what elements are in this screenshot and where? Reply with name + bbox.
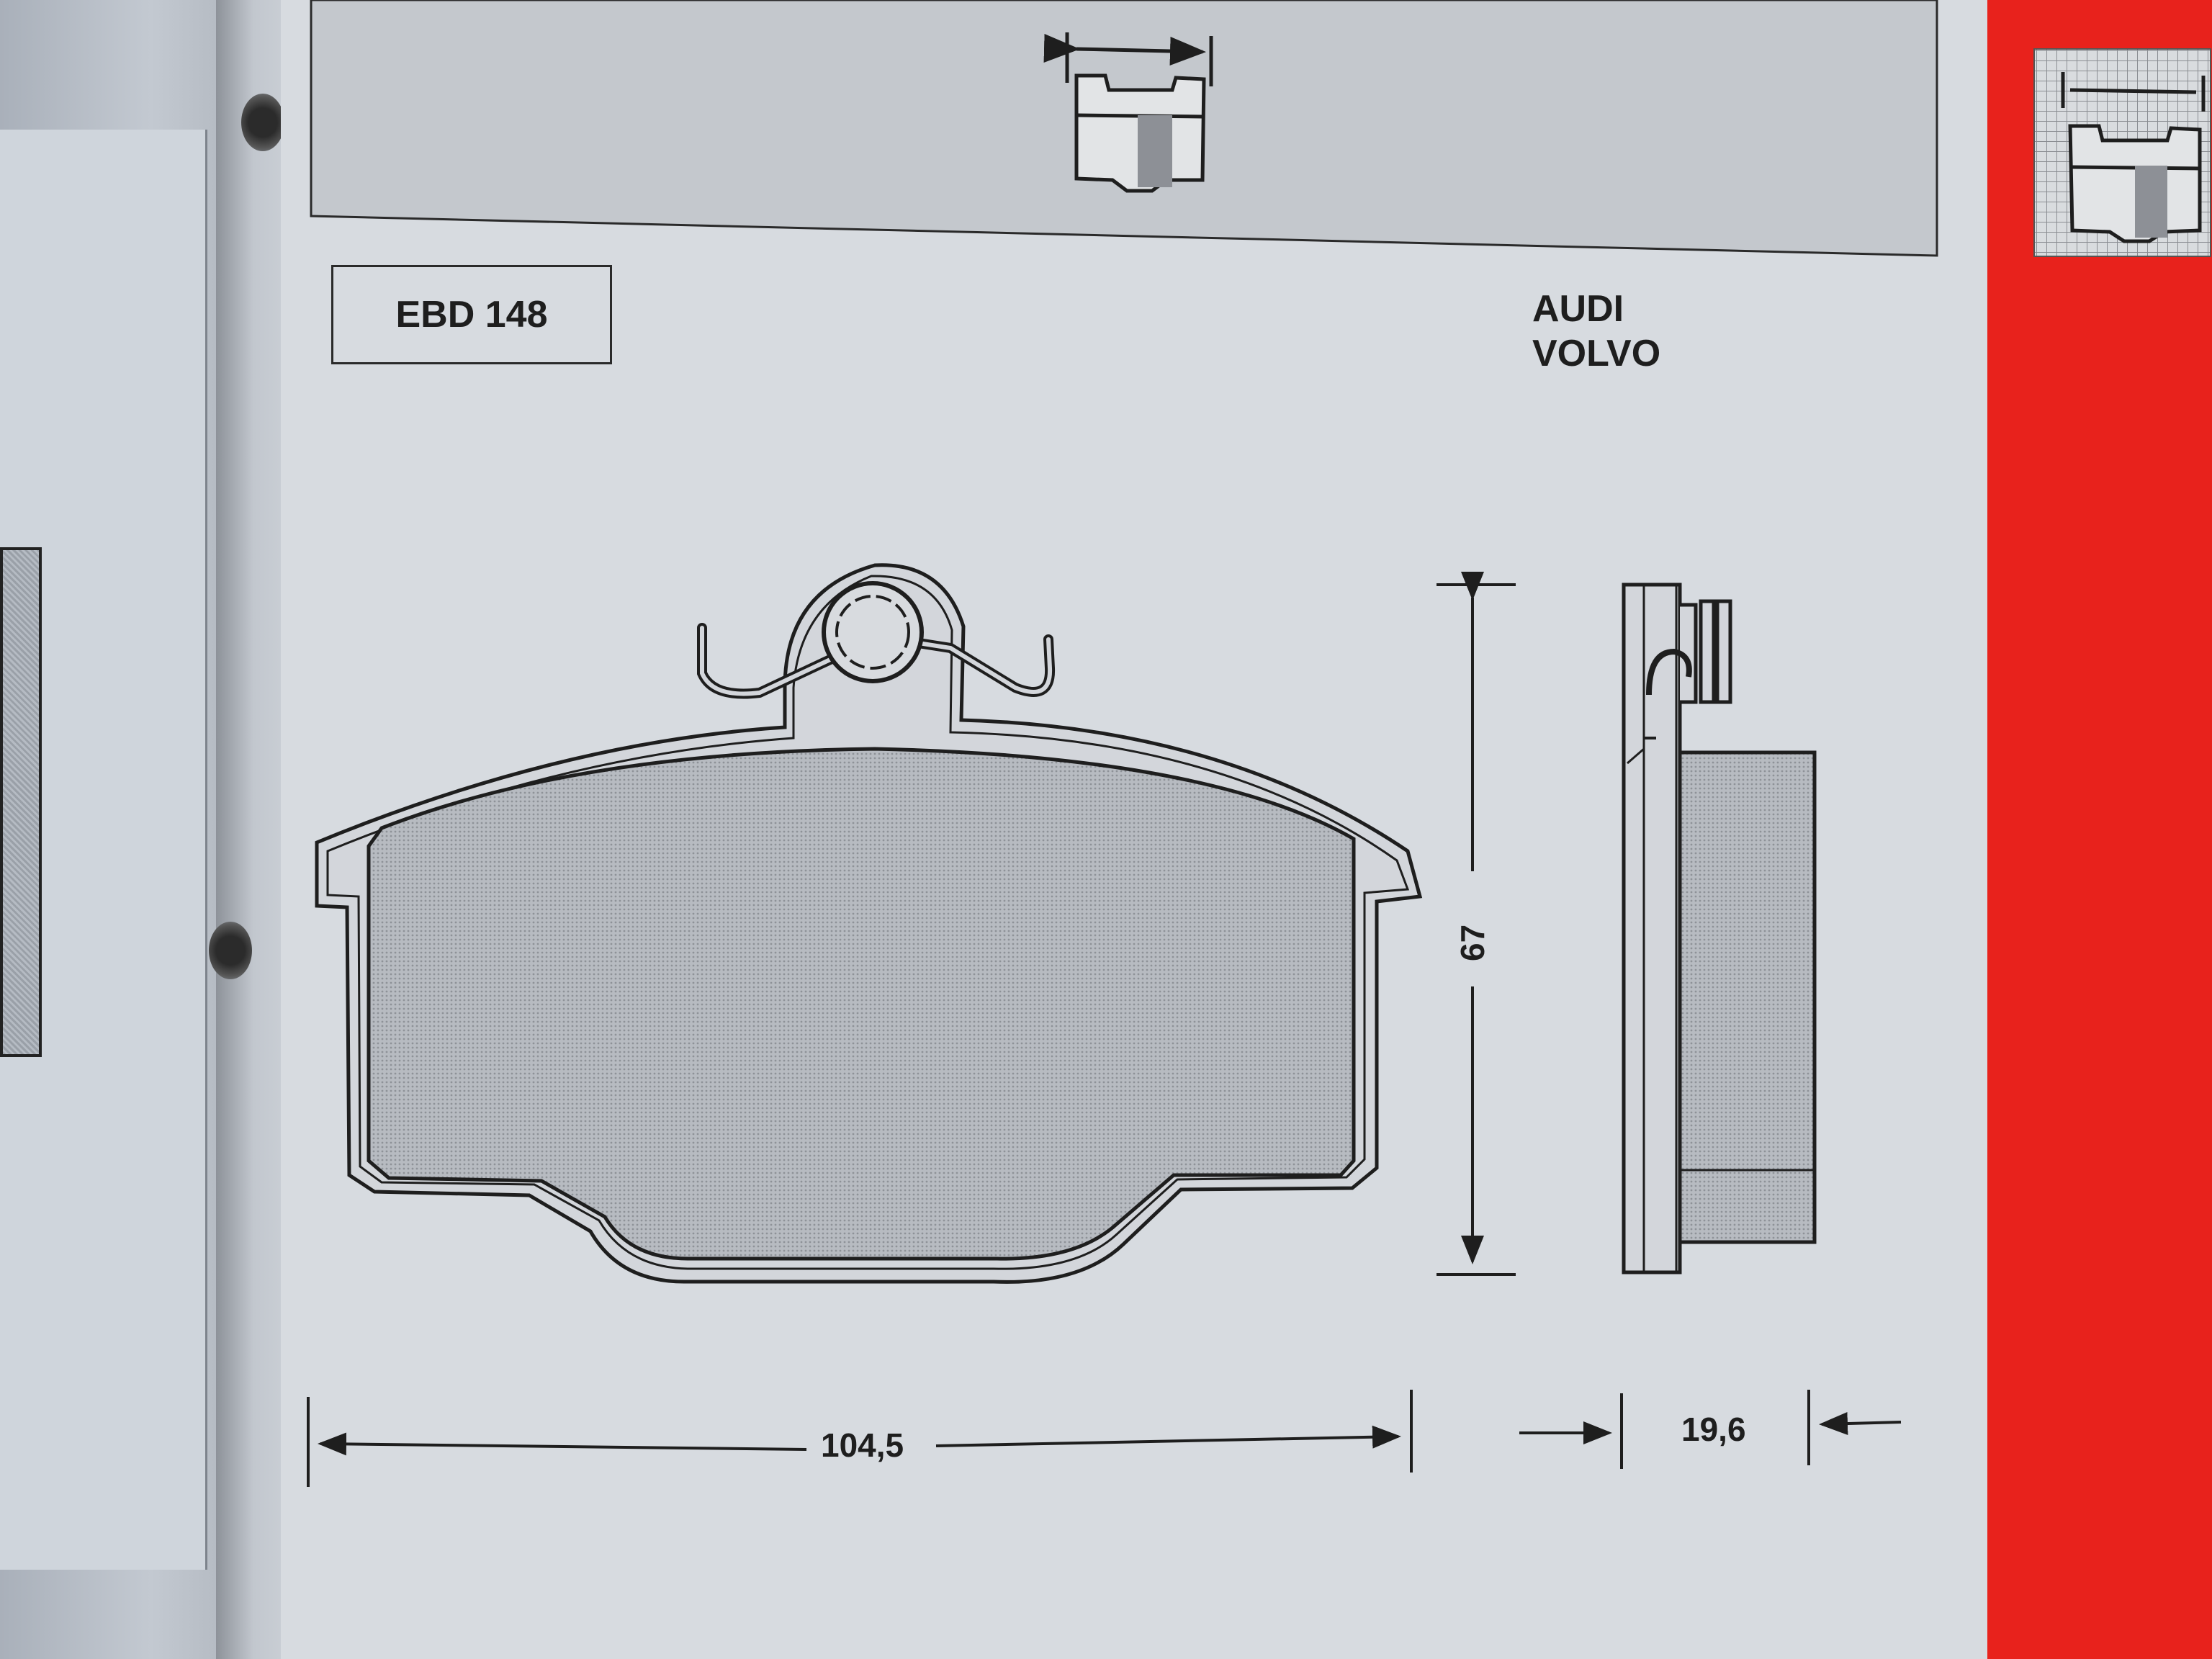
binder-hole-bottom <box>209 922 252 979</box>
height-dimension <box>1437 572 1516 1276</box>
brake-pad-width-icon-thumb <box>2033 48 2211 257</box>
previous-page-friction-block <box>0 547 42 1057</box>
thickness-dimension <box>1519 1390 1902 1469</box>
brand-name: AUDI <box>1532 288 1624 330</box>
width-dimension-label: 104,5 <box>821 1426 904 1464</box>
brand-list: AUDI VOLVO <box>1532 287 1660 376</box>
red-index-strip <box>1987 0 2212 1659</box>
thickness-dimension-label: 19,6 <box>1681 1411 1746 1448</box>
part-code: EBD 148 <box>395 294 548 336</box>
part-code-box: EBD 148 <box>331 265 612 364</box>
binder-hole-top <box>241 94 284 151</box>
brand-name: VOLVO <box>1532 333 1661 374</box>
brake-pad-front-view <box>315 563 1423 1284</box>
width-dimension <box>307 1390 1413 1487</box>
height-dimension-label: 67 <box>1454 924 1491 961</box>
brake-pad-side-view <box>1622 583 1817 1274</box>
brake-pad-width-icon <box>1043 32 1213 193</box>
